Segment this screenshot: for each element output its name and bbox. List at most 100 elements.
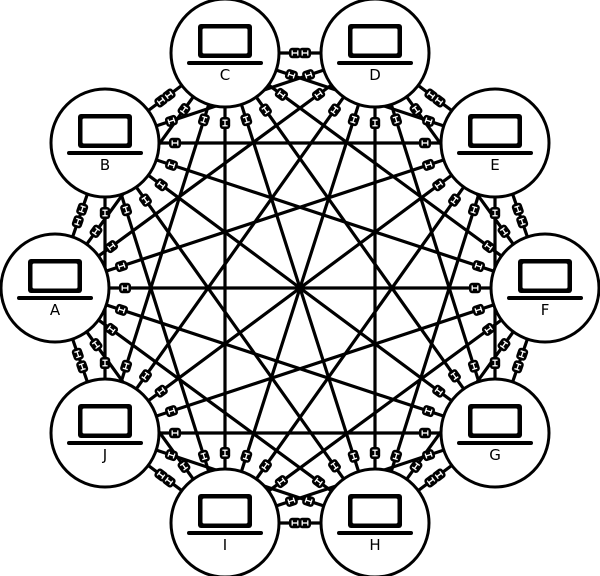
- network-port-icon: [489, 357, 501, 369]
- network-port-icon: [432, 178, 446, 192]
- network-port-icon: [472, 303, 485, 316]
- network-port-icon: [197, 449, 210, 463]
- network-port-icon: [299, 517, 311, 529]
- network-port-icon: [467, 359, 480, 373]
- network-port-icon: [162, 88, 176, 102]
- network-port-icon: [154, 384, 168, 398]
- link-A-E: [53, 141, 497, 290]
- network-port-icon: [164, 449, 178, 462]
- network-port-icon: [76, 360, 89, 374]
- network-port-icon: [104, 322, 119, 336]
- network-port-icon: [424, 474, 438, 488]
- node-label: H: [369, 536, 380, 554]
- node-D: D: [319, 0, 431, 109]
- node-label: B: [100, 156, 110, 174]
- network-port-icon: [289, 517, 301, 529]
- network-port-icon: [422, 449, 436, 462]
- network-port-icon: [240, 449, 253, 463]
- network-port-icon: [390, 449, 403, 463]
- network-port-icon: [99, 357, 111, 369]
- network-port-icon: [347, 449, 360, 463]
- network-port-icon: [274, 475, 289, 489]
- network-port-icon: [177, 459, 191, 473]
- node-A: A: [0, 232, 111, 344]
- network-port-icon: [511, 360, 524, 374]
- network-port-icon: [311, 475, 326, 489]
- network-port-icon: [419, 137, 431, 149]
- node-label: F: [541, 301, 550, 319]
- laptop-icon: [67, 404, 143, 445]
- network-port-icon: [422, 158, 435, 171]
- network-port-icon: [89, 224, 103, 238]
- node-label: J: [102, 446, 107, 464]
- node-label: A: [50, 301, 61, 319]
- network-port-icon: [154, 468, 168, 482]
- network-port-icon: [328, 459, 341, 473]
- network-port-icon: [409, 459, 423, 473]
- node-G: G: [439, 377, 551, 489]
- network-port-icon: [289, 47, 301, 59]
- network-port-icon: [169, 427, 181, 439]
- network-port-icon: [422, 405, 435, 418]
- network-port-icon: [259, 103, 272, 117]
- laptop-icon: [337, 494, 413, 535]
- laptop-icon: [337, 24, 413, 65]
- network-port-icon: [467, 203, 480, 217]
- network-port-icon: [219, 117, 231, 129]
- network-port-icon: [422, 114, 436, 127]
- network-port-icon: [432, 384, 446, 398]
- network-port-icon: [154, 178, 168, 192]
- network-port-icon: [511, 202, 524, 216]
- network-port-icon: [139, 193, 152, 207]
- network-port-icon: [99, 207, 111, 219]
- network-port-icon: [481, 322, 496, 336]
- network-port-icon: [481, 240, 496, 254]
- network-port-icon: [302, 69, 316, 82]
- network-port-icon: [302, 494, 316, 507]
- node-label: D: [369, 66, 381, 84]
- node-B: B: [49, 87, 161, 199]
- link-F-J: [103, 286, 547, 435]
- node-C: C: [169, 0, 281, 109]
- laptop-icon: [507, 259, 583, 300]
- network-port-icon: [219, 447, 231, 459]
- laptop-icon: [457, 114, 533, 155]
- network-port-icon: [390, 113, 403, 127]
- network-port-icon: [497, 224, 511, 238]
- network-port-icon: [472, 260, 485, 273]
- laptop-icon: [17, 259, 93, 300]
- link-A-G: [53, 286, 497, 435]
- network-port-icon: [71, 215, 84, 229]
- link-E-J: [103, 141, 497, 435]
- network-port-icon: [284, 494, 298, 507]
- network-port-icon: [347, 113, 360, 127]
- node-label: I: [223, 536, 227, 554]
- network-port-icon: [419, 427, 431, 439]
- network-port-icon: [169, 137, 181, 149]
- network-port-icon: [274, 87, 289, 101]
- node-label: G: [489, 446, 501, 464]
- network-port-icon: [328, 103, 341, 117]
- node-J: J: [49, 377, 161, 489]
- network-port-icon: [469, 282, 481, 294]
- network-port-icon: [516, 215, 529, 229]
- network-port-icon: [89, 338, 103, 352]
- network-port-icon: [120, 203, 133, 217]
- network-port-icon: [311, 87, 326, 101]
- network-port-icon: [299, 47, 311, 59]
- node-E: E: [439, 87, 551, 199]
- network-port-icon: [139, 369, 152, 383]
- network-port-icon: [119, 282, 131, 294]
- laptop-icon: [457, 404, 533, 445]
- network-port-icon: [284, 69, 298, 82]
- network-port-icon: [369, 447, 381, 459]
- network-port-icon: [115, 303, 128, 316]
- network-port-icon: [165, 405, 178, 418]
- network-port-icon: [497, 338, 511, 352]
- laptop-icon: [187, 24, 263, 65]
- network-port-icon: [259, 459, 272, 473]
- network-port-icon: [177, 103, 191, 117]
- link-D-J: [103, 51, 377, 435]
